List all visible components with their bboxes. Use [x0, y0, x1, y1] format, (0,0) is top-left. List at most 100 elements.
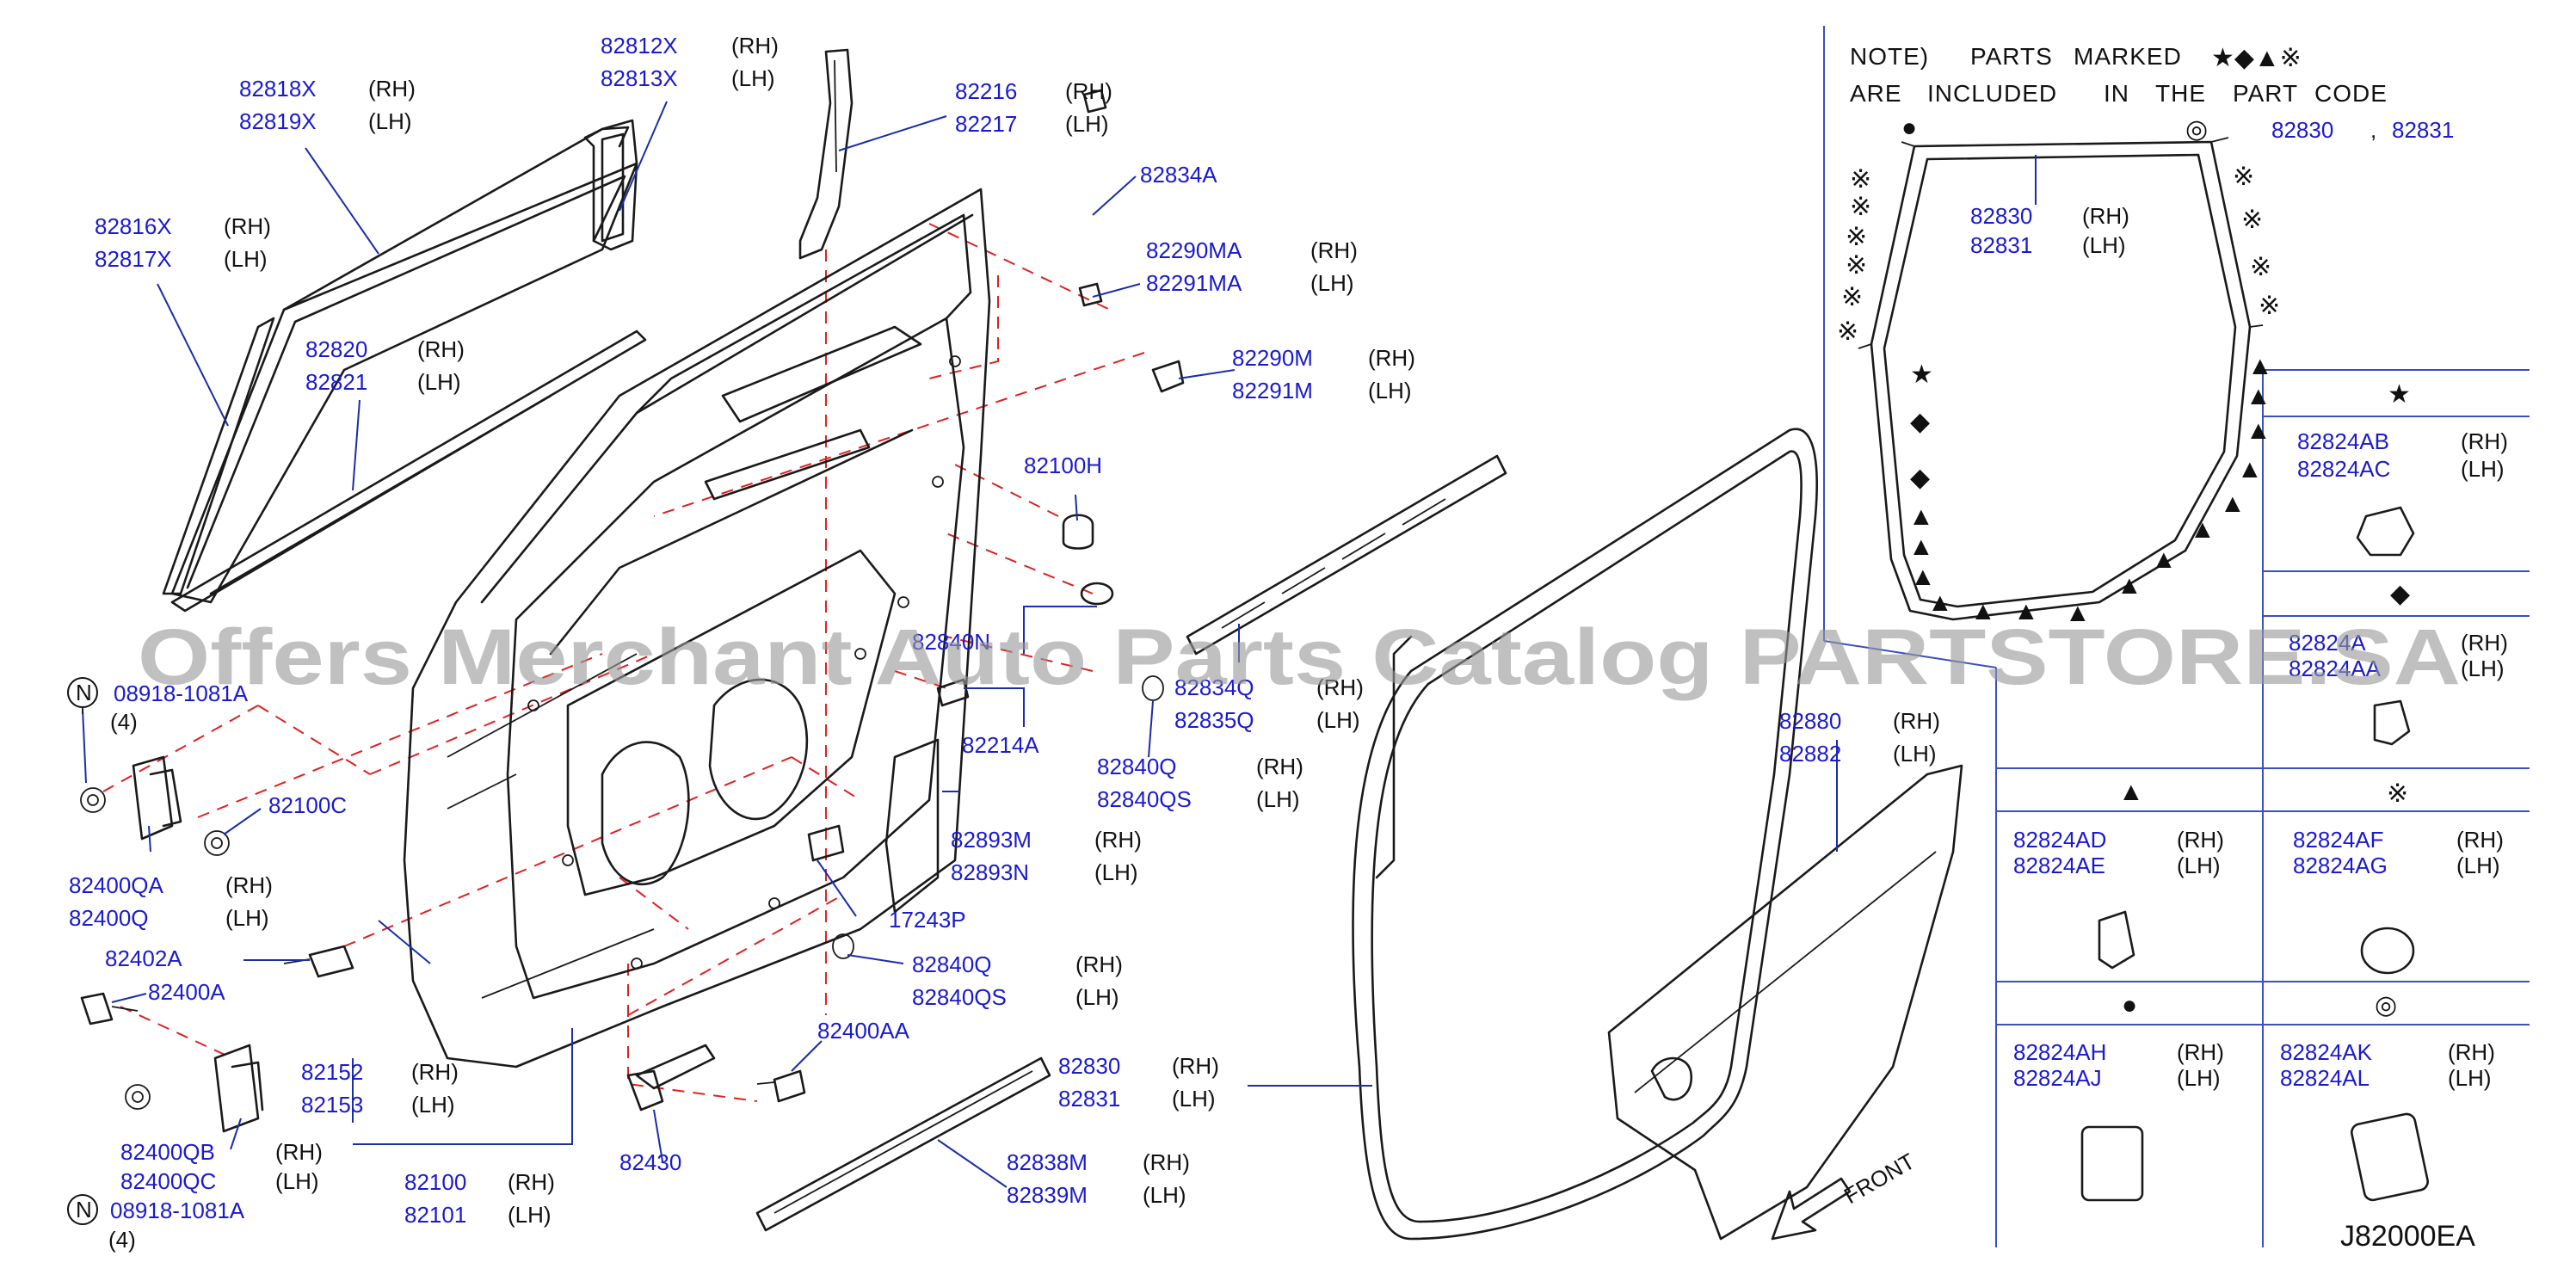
note-word-1: NOTE) — [1850, 43, 1929, 70]
mouldings — [755, 454, 1507, 1232]
callout-82290MA: 82290MA — [1146, 237, 1242, 263]
clip-dblcircle-lh-side: (LH) — [2448, 1065, 2492, 1091]
clip-refmark-lh-side: (LH) — [2456, 853, 2500, 878]
callout-82100C: 82100C — [268, 792, 347, 818]
clip-refmark-rh-side: (RH) — [2456, 827, 2504, 853]
callout-08918-1081A-bottom-qty: (4) — [108, 1227, 136, 1253]
clip-table: ★ 82824AB (RH) 82824AC (LH) ◆ 82824A (RH… — [2013, 380, 2508, 1202]
callout-82820-side: (RH) — [417, 336, 465, 362]
svg-text:※: ※ — [1846, 251, 1867, 280]
callout-82835Q-side: (LH) — [1316, 707, 1360, 733]
clip-star-rh-side: (RH) — [2461, 428, 2508, 454]
callout-82400Q-side: (LH) — [225, 905, 269, 931]
callout-82101: 82101 — [404, 1202, 466, 1228]
fastener-badge-top: N — [67, 677, 98, 708]
callout-82400QC-side: (LH) — [275, 1168, 319, 1194]
callout-82817X-side: (LH) — [224, 246, 268, 272]
svg-text:※: ※ — [2259, 292, 2280, 320]
svg-text:◆: ◆ — [1910, 408, 1930, 436]
callout-82830-center-side: (RH) — [1172, 1053, 1219, 1079]
callout-82839M-side: (LH) — [1143, 1182, 1186, 1208]
callout-82880-side: (RH) — [1893, 708, 1940, 734]
svg-text:▲: ▲ — [2247, 352, 2273, 380]
triangle-icon: ▲ — [2118, 778, 2144, 806]
svg-text:※: ※ — [2250, 253, 2271, 281]
callout-labels: 82818X (RH) 82819X (LH) 82812X (RH) 8281… — [67, 33, 2129, 1253]
clip-dot-lh: 82824AJ — [2013, 1065, 2102, 1091]
callout-82100H: 82100H — [1024, 453, 1102, 478]
callout-82430: 82430 — [619, 1149, 681, 1175]
callout-82400AA: 82400AA — [817, 1018, 910, 1044]
callout-82291MA-side: (LH) — [1310, 270, 1354, 296]
callout-82821: 82821 — [305, 369, 367, 395]
clip-triangle-lh: 82824AE — [2013, 853, 2105, 878]
callout-82893N-side: (LH) — [1094, 859, 1138, 885]
callout-82816X: 82816X — [95, 213, 172, 239]
front-label: FRONT — [1840, 1148, 1920, 1209]
double-circle-marker: ◎ — [2185, 115, 2208, 144]
callout-17243P: 17243P — [889, 907, 966, 933]
svg-text:▲: ▲ — [2237, 455, 2263, 483]
callout-82812X: 82812X — [601, 33, 678, 59]
callout-82830-seal: 82830 — [1970, 203, 2032, 229]
callout-82100: 82100 — [404, 1169, 466, 1195]
dot-icon: ● — [2122, 991, 2137, 1019]
note-word-9: CODE — [2314, 80, 2388, 107]
svg-text:N: N — [76, 680, 92, 705]
door-trim-panel — [1607, 764, 1963, 1241]
callout-82101-side: (LH) — [508, 1202, 552, 1228]
clip-dot-rh-side: (RH) — [2177, 1039, 2224, 1065]
clip-triangle-rh: 82824AD — [2013, 827, 2106, 853]
callout-82819X: 82819X — [239, 108, 317, 134]
svg-text:▲: ▲ — [1910, 563, 1936, 591]
clip-dblcircle-rh-side: (RH) — [2448, 1039, 2495, 1065]
callout-82834Q: 82834Q — [1174, 674, 1254, 700]
callout-82291MA: 82291MA — [1146, 270, 1242, 296]
callout-82831-center-side: (LH) — [1172, 1086, 1216, 1112]
double-circle-icon: ◎ — [2375, 991, 2397, 1019]
callout-82839M: 82839M — [1007, 1182, 1088, 1208]
callout-82400QA-side: (RH) — [225, 872, 273, 898]
note-word-2: PARTS — [1970, 43, 2053, 70]
note-word-3: MARKED — [2074, 43, 2182, 70]
callout-82290M-side: (RH) — [1368, 345, 1415, 371]
note-code-2: 82831 — [2392, 117, 2454, 143]
callout-82880: 82880 — [1779, 708, 1841, 734]
clip-dblcircle-lh: 82824AL — [2280, 1065, 2370, 1091]
clip-diamond-rh-side: (RH) — [2461, 630, 2508, 656]
note-word-5: INCLUDED — [1927, 80, 2057, 107]
svg-text:★: ★ — [1910, 360, 1933, 389]
callout-82400QC: 82400QC — [120, 1168, 216, 1194]
note-word-6: IN — [2104, 80, 2129, 107]
clip-star-lh: 82824AC — [2297, 456, 2390, 482]
svg-text:▲: ▲ — [2246, 416, 2271, 445]
door-weatherstrip — [1352, 428, 1818, 1241]
callout-82153: 82153 — [301, 1092, 363, 1118]
callout-82840Q-b-side: (RH) — [1075, 952, 1123, 977]
svg-text:▲: ▲ — [2190, 515, 2215, 544]
svg-text:※: ※ — [1850, 193, 1871, 221]
callout-82216-side: (RH) — [1065, 78, 1112, 104]
callout-08918-1081A-bottom: 08918-1081A — [110, 1198, 245, 1223]
callout-82840QS-a: 82840QS — [1097, 786, 1192, 812]
callout-82812X-side: (RH) — [731, 33, 779, 59]
svg-text:※: ※ — [1841, 283, 1863, 311]
callout-82817X: 82817X — [95, 246, 172, 272]
callout-82830-center: 82830 — [1058, 1053, 1120, 1079]
svg-text:▲: ▲ — [1908, 502, 1934, 531]
callout-82813X-side: (LH) — [731, 65, 775, 91]
clip-star-rh: 82824AB — [2297, 428, 2389, 454]
callout-82216: 82216 — [955, 78, 1017, 104]
callout-82882-side: (LH) — [1893, 741, 1937, 767]
callout-82100-side: (RH) — [508, 1169, 555, 1195]
reference-mark-icon: ※ — [2387, 779, 2408, 808]
callout-82217: 82217 — [955, 111, 1017, 137]
star-icon: ★ — [2388, 380, 2411, 409]
callout-82402A: 82402A — [105, 945, 182, 971]
callout-82217-side: (LH) — [1065, 111, 1109, 137]
callout-82291M-side: (LH) — [1368, 378, 1412, 403]
callout-82400QB-side: (RH) — [275, 1139, 323, 1165]
note-comma: , — [2370, 117, 2376, 143]
svg-text:▲: ▲ — [2246, 382, 2271, 410]
